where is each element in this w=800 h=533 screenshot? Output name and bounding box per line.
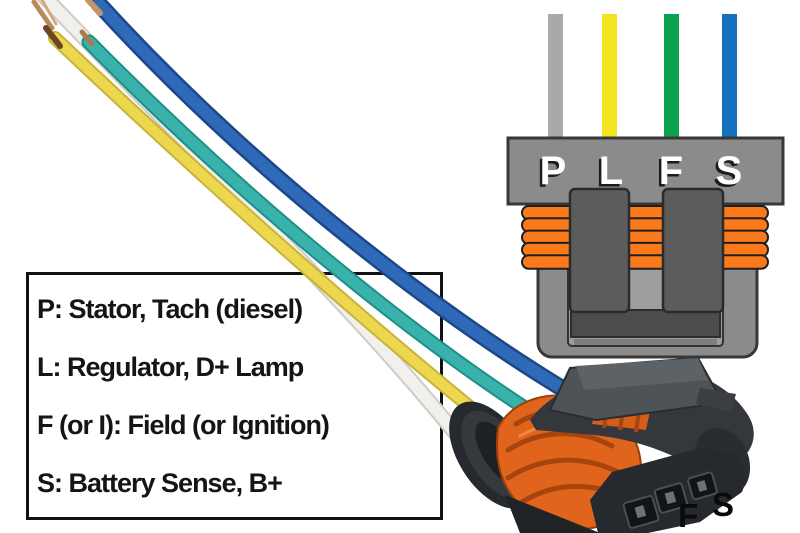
- latch-arm: [696, 388, 736, 412]
- teal-wire: [83, 36, 562, 434]
- diagram-slot-bar: [570, 309, 721, 338]
- diagram-header-block: [506, 136, 785, 206]
- diagram-wire-p-gray: [548, 14, 563, 140]
- diagram-pin-label-s: S: [715, 149, 743, 193]
- legend-line-l: L: Regulator, D+ Lamp: [37, 352, 304, 382]
- diagram-slot-strip: [574, 339, 717, 345]
- copper-strand: [40, 0, 58, 26]
- legend-line-p: P: Stator, Tach (diesel): [37, 294, 303, 324]
- copper-strand: [79, 29, 95, 47]
- diagram-pin-label-p: P: [539, 149, 567, 193]
- photo-pin-label-s: S: [712, 486, 735, 523]
- connector-underside: [505, 495, 600, 533]
- photo-wires: [31, 0, 597, 488]
- terminal-pin: [696, 480, 708, 492]
- legend-box: P: Stator, Tach (diesel) L: Regulator, D…: [26, 272, 443, 520]
- copper-strand: [85, 0, 103, 16]
- diagram-wire-s-blue: [722, 14, 737, 140]
- seal-rib: [521, 254, 769, 270]
- connector-photo: [449, 356, 754, 533]
- latch-crossbar: [576, 358, 708, 390]
- legend-line-f: F (or I): Field (or Ignition): [37, 410, 330, 440]
- diagram-wire-l-yellow: [602, 14, 617, 140]
- terminal-slots: [622, 471, 718, 529]
- teal-wire-outline: [81, 34, 564, 436]
- diagram-pin-label-f: F: [658, 149, 684, 193]
- diagram-seal-ribs: [521, 205, 769, 270]
- terminal-pin: [634, 505, 647, 519]
- photo-pin-label-f: F: [678, 497, 699, 533]
- stripped-copper-ends: [31, 0, 103, 49]
- copper-strand: [31, 0, 55, 31]
- legend-line-s: S: Battery Sense, B+: [37, 468, 283, 498]
- connector-diagram: [506, 14, 785, 359]
- legend-lines: P: Stator, Tach (diesel) L: Regulator, D…: [29, 275, 440, 512]
- diagram-wire-f-green: [664, 14, 679, 140]
- blue-wire: [93, 0, 594, 410]
- diagram-tab-left: [568, 187, 631, 314]
- copper-strand: [43, 25, 63, 49]
- diagram-tab-right: [661, 187, 725, 314]
- diagram-pin-label-l: L: [598, 149, 624, 193]
- terminal-pin: [664, 491, 677, 505]
